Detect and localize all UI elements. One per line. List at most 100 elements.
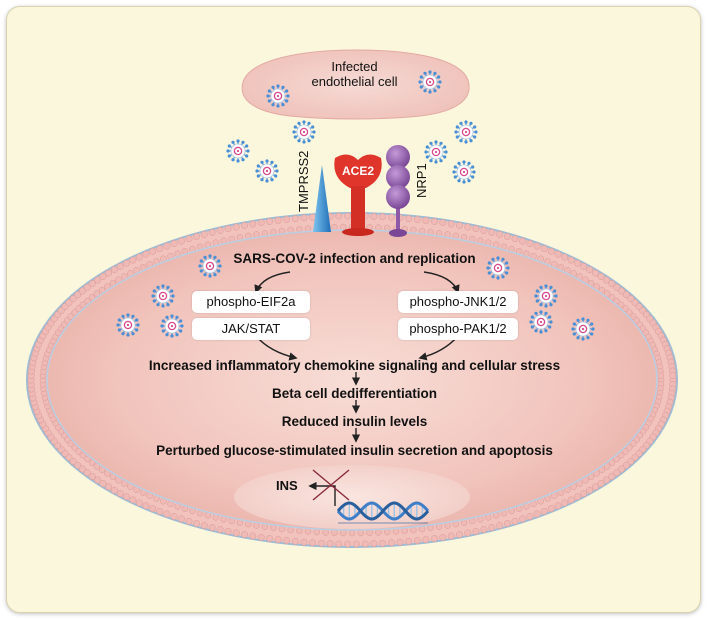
membrane-outer-beads [27, 212, 677, 548]
membrane-bead [526, 513, 534, 520]
membrane-bead [480, 526, 488, 533]
membrane-bead [163, 242, 171, 250]
membrane-bead [439, 219, 447, 227]
membrane-bead [296, 225, 303, 233]
virus-icon [198, 254, 222, 278]
membrane-bead [567, 496, 575, 504]
membrane-bead [488, 228, 496, 236]
membrane-bead [617, 451, 625, 459]
membrane-bead [480, 227, 488, 234]
membrane-bead [84, 297, 91, 305]
virus-particles [116, 70, 595, 341]
membrane-bead [602, 476, 610, 484]
membrane-bead [618, 465, 626, 473]
virus-icon [534, 284, 558, 308]
membrane-bead [291, 215, 299, 223]
membrane-bead [266, 535, 274, 542]
membrane-bead [79, 301, 87, 309]
membrane-bead [170, 513, 178, 520]
membrane-bead [149, 505, 157, 513]
membrane-bead [331, 223, 338, 231]
ace2-label: ACE2 [341, 164, 374, 178]
membrane-bead [472, 225, 480, 233]
virus-icon [418, 70, 442, 94]
membrane-bead [71, 309, 78, 316]
membrane-bead [586, 486, 594, 494]
membrane-bead [274, 536, 282, 544]
membrane-bead [71, 444, 78, 451]
membrane-bead [291, 537, 299, 545]
membrane-bead [352, 540, 360, 548]
membrane-bead [608, 294, 616, 301]
membrane-bead [383, 528, 391, 536]
membrane-bead [597, 480, 605, 487]
membrane-bead [383, 224, 391, 232]
membrane-bead [613, 297, 620, 305]
membrane-bead [208, 228, 216, 236]
membrane-bead [413, 537, 421, 545]
membrane-bead [547, 247, 555, 255]
membrane-bead [626, 309, 633, 316]
membrane-bead [313, 528, 321, 536]
membrane-bead [75, 305, 82, 312]
membrane-bead [163, 510, 171, 518]
membrane-bead [309, 539, 317, 547]
membrane-bead [447, 220, 455, 228]
virus-icon [151, 284, 175, 308]
membrane-bead [93, 290, 101, 297]
membrane-bead [375, 224, 382, 231]
membrane-bead [586, 266, 594, 274]
membrane-bead [88, 280, 96, 288]
membrane-bead [178, 515, 185, 523]
membrane-bead [98, 286, 106, 294]
membrane-bead [339, 529, 347, 537]
membrane-bead [331, 529, 338, 537]
virus-icon [452, 160, 476, 184]
membrane-bead [387, 213, 395, 221]
virus-icon [424, 140, 448, 164]
infection-text: SARS-COV-2 infection and replication [233, 251, 476, 266]
ace2-receptor [334, 154, 382, 236]
membrane-bead [573, 259, 581, 267]
virus-icon [160, 314, 184, 338]
dna-helix-icon [336, 501, 430, 524]
membrane-bead [405, 537, 413, 545]
membrane-bead [580, 262, 588, 270]
membrane-bead [178, 237, 185, 245]
membrane-bead [456, 531, 463, 538]
membrane-bead [84, 455, 91, 463]
secretion-text: Perturbed glucose-stimulated insulin sec… [156, 443, 553, 458]
box-pak: phospho-PAK1/2 [398, 318, 518, 340]
membrane-bead [74, 461, 82, 469]
membrane-bead [488, 524, 496, 532]
membrane-bead [439, 533, 447, 541]
membrane-bead [74, 291, 82, 299]
virus-icon [226, 139, 250, 163]
membrane-bead [317, 539, 325, 547]
membrane-bead [99, 273, 107, 280]
membrane-bead [110, 486, 118, 494]
membrane-bead [591, 483, 599, 491]
virus-icon [116, 313, 140, 337]
membrane-bead [78, 465, 86, 473]
tmprss2-label: TMPRSS2 [296, 150, 311, 212]
membrane-bead [296, 527, 303, 535]
membrane-bead [626, 444, 633, 451]
dedifferentiation-text: Beta cell dedifferentiation [271, 386, 438, 401]
virus-icon [571, 317, 595, 341]
membrane-bead [618, 287, 626, 295]
membrane-bead [503, 233, 511, 240]
membrane-bead [430, 218, 438, 225]
ins-gene-block [308, 469, 350, 506]
membrane-bead [232, 529, 240, 537]
membrane-bead [300, 538, 308, 546]
membrane-bead [401, 527, 408, 535]
promoter-arrow [308, 481, 336, 506]
membrane-bead [413, 215, 421, 223]
membrane-bead [503, 520, 511, 527]
membrane-bead [241, 531, 248, 538]
membrane-bead [608, 280, 616, 288]
membrane-bead [339, 223, 347, 231]
ins-label: INS [276, 478, 298, 493]
